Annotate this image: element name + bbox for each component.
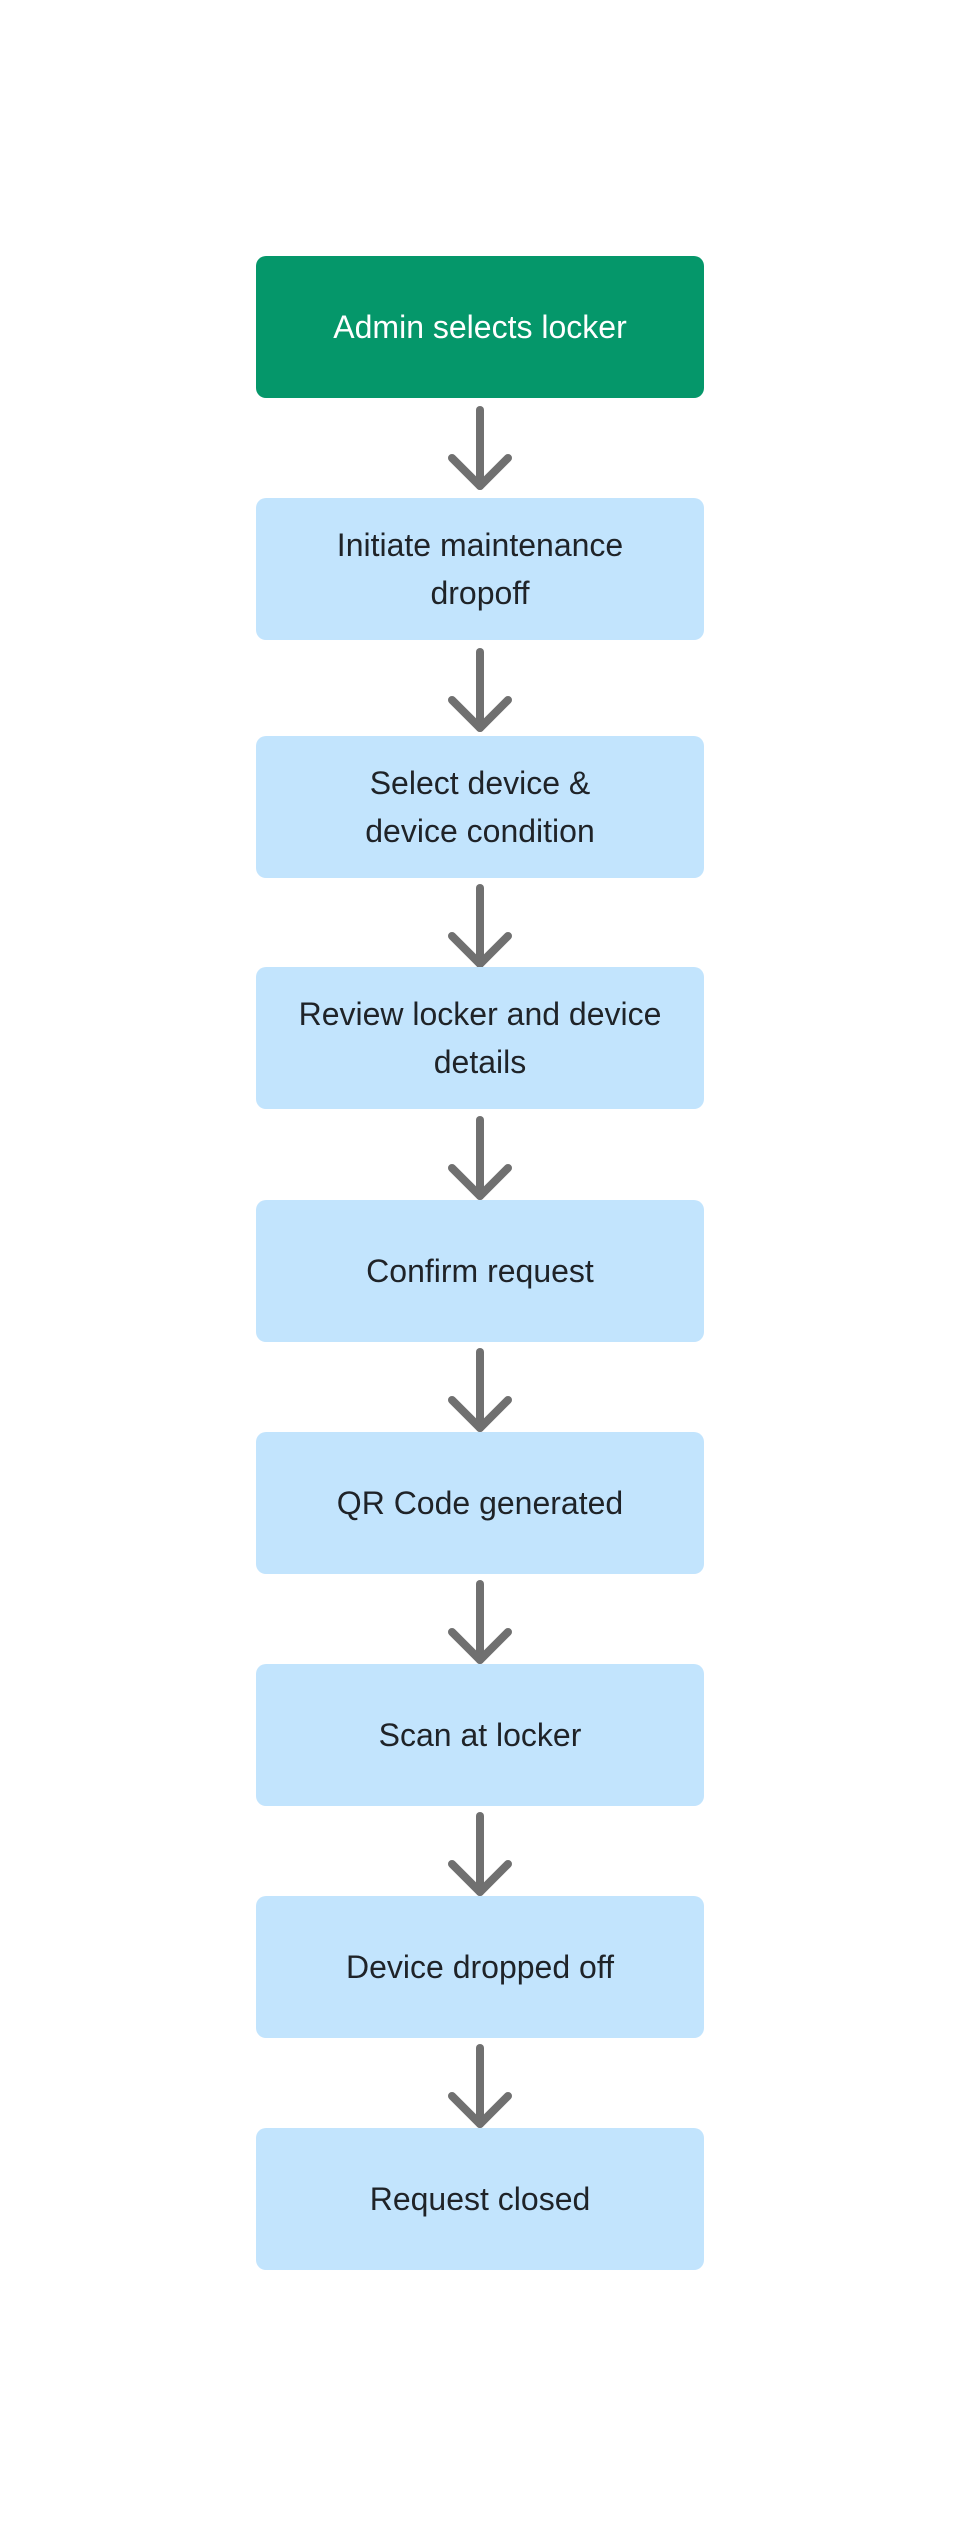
- step-select-device: Select device & device condition: [256, 736, 704, 878]
- down-arrow-icon: [440, 1580, 520, 1670]
- step-admin-selects-locker: Admin selects locker: [256, 256, 704, 398]
- step-review-details: Review locker and device details: [256, 967, 704, 1109]
- down-arrow-icon: [440, 1812, 520, 1902]
- step-label: Select device & device condition: [365, 765, 595, 849]
- step-label: Device dropped off: [345, 1949, 615, 1985]
- step-device-dropped-off: Device dropped off: [256, 1896, 704, 2038]
- down-arrow-icon: [440, 648, 520, 738]
- down-arrow-icon: [440, 406, 520, 496]
- down-arrow-icon: [440, 1116, 520, 1206]
- step-scan-at-locker: Scan at locker: [256, 1664, 704, 1806]
- step-request-closed: Request closed: [256, 2128, 704, 2270]
- step-qr-code-generated: QR Code generated: [256, 1432, 704, 1574]
- step-label: Review locker and device details: [298, 996, 662, 1080]
- down-arrow-icon: [440, 884, 520, 974]
- step-label: Admin selects locker: [333, 309, 627, 345]
- step-initiate-maintenance-dropoff: Initiate maintenance dropoff: [256, 498, 704, 640]
- step-label: Confirm request: [366, 1253, 594, 1289]
- step-label: Request closed: [369, 2181, 591, 2217]
- down-arrow-icon: [440, 1348, 520, 1438]
- down-arrow-icon: [440, 2044, 520, 2134]
- step-label: Initiate maintenance dropoff: [336, 527, 624, 611]
- step-confirm-request: Confirm request: [256, 1200, 704, 1342]
- step-label: Scan at locker: [378, 1717, 582, 1753]
- step-label: QR Code generated: [336, 1485, 624, 1521]
